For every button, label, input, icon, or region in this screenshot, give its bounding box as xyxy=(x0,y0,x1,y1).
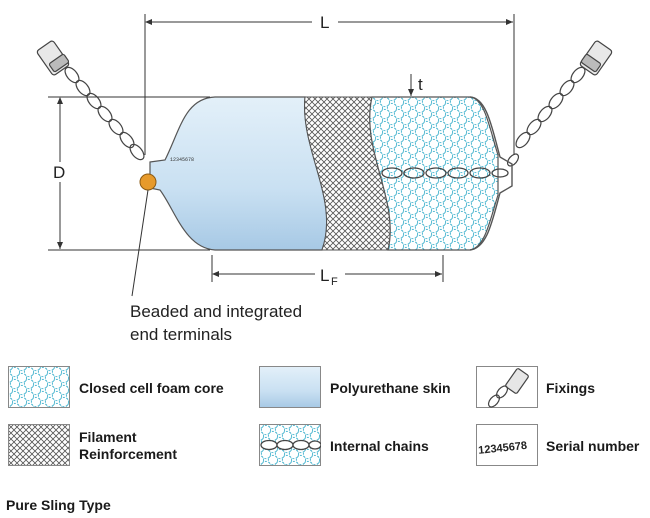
legend-chains-label: Internal chains xyxy=(330,438,429,454)
dimension-lf xyxy=(211,255,444,282)
legend-foam-label: Closed cell foam core xyxy=(79,380,224,396)
foam-swatch xyxy=(8,366,70,408)
skin-swatch xyxy=(259,366,321,408)
dimension-d-label: D xyxy=(53,163,65,182)
filament-swatch xyxy=(8,424,70,466)
dimension-d xyxy=(48,96,210,251)
callout-line-2: end terminals xyxy=(130,325,233,344)
svg-text:12345678: 12345678 xyxy=(478,440,528,457)
legend-serial-label: Serial number xyxy=(546,438,640,454)
fender-body: 12345678 xyxy=(149,96,513,251)
svg-text:12345678: 12345678 xyxy=(170,157,194,163)
serial-swatch: 12345678 xyxy=(476,424,538,466)
dimension-lf-sub: F xyxy=(331,276,338,288)
dimension-lf-label: L xyxy=(320,266,329,285)
legend-filament-label: Filament Reinforcement xyxy=(79,429,178,462)
legend-fixings-label: Fixings xyxy=(546,380,596,396)
dimension-l xyxy=(144,14,515,155)
end-terminal xyxy=(131,173,157,297)
fixings-swatch xyxy=(476,366,538,408)
diagram-caption: Pure Sling Type xyxy=(6,497,111,513)
callout-line-1: Beaded and integrated xyxy=(130,302,303,321)
dimension-t-label: t xyxy=(418,75,423,94)
left-chain xyxy=(36,40,145,161)
end-terminal-callout: Beaded and integrated end terminals xyxy=(130,300,350,346)
dimension-l-label: L xyxy=(320,13,329,32)
legend-skin-label: Polyurethane skin xyxy=(330,380,451,396)
right-chain xyxy=(506,40,613,167)
chains-swatch xyxy=(259,424,321,466)
